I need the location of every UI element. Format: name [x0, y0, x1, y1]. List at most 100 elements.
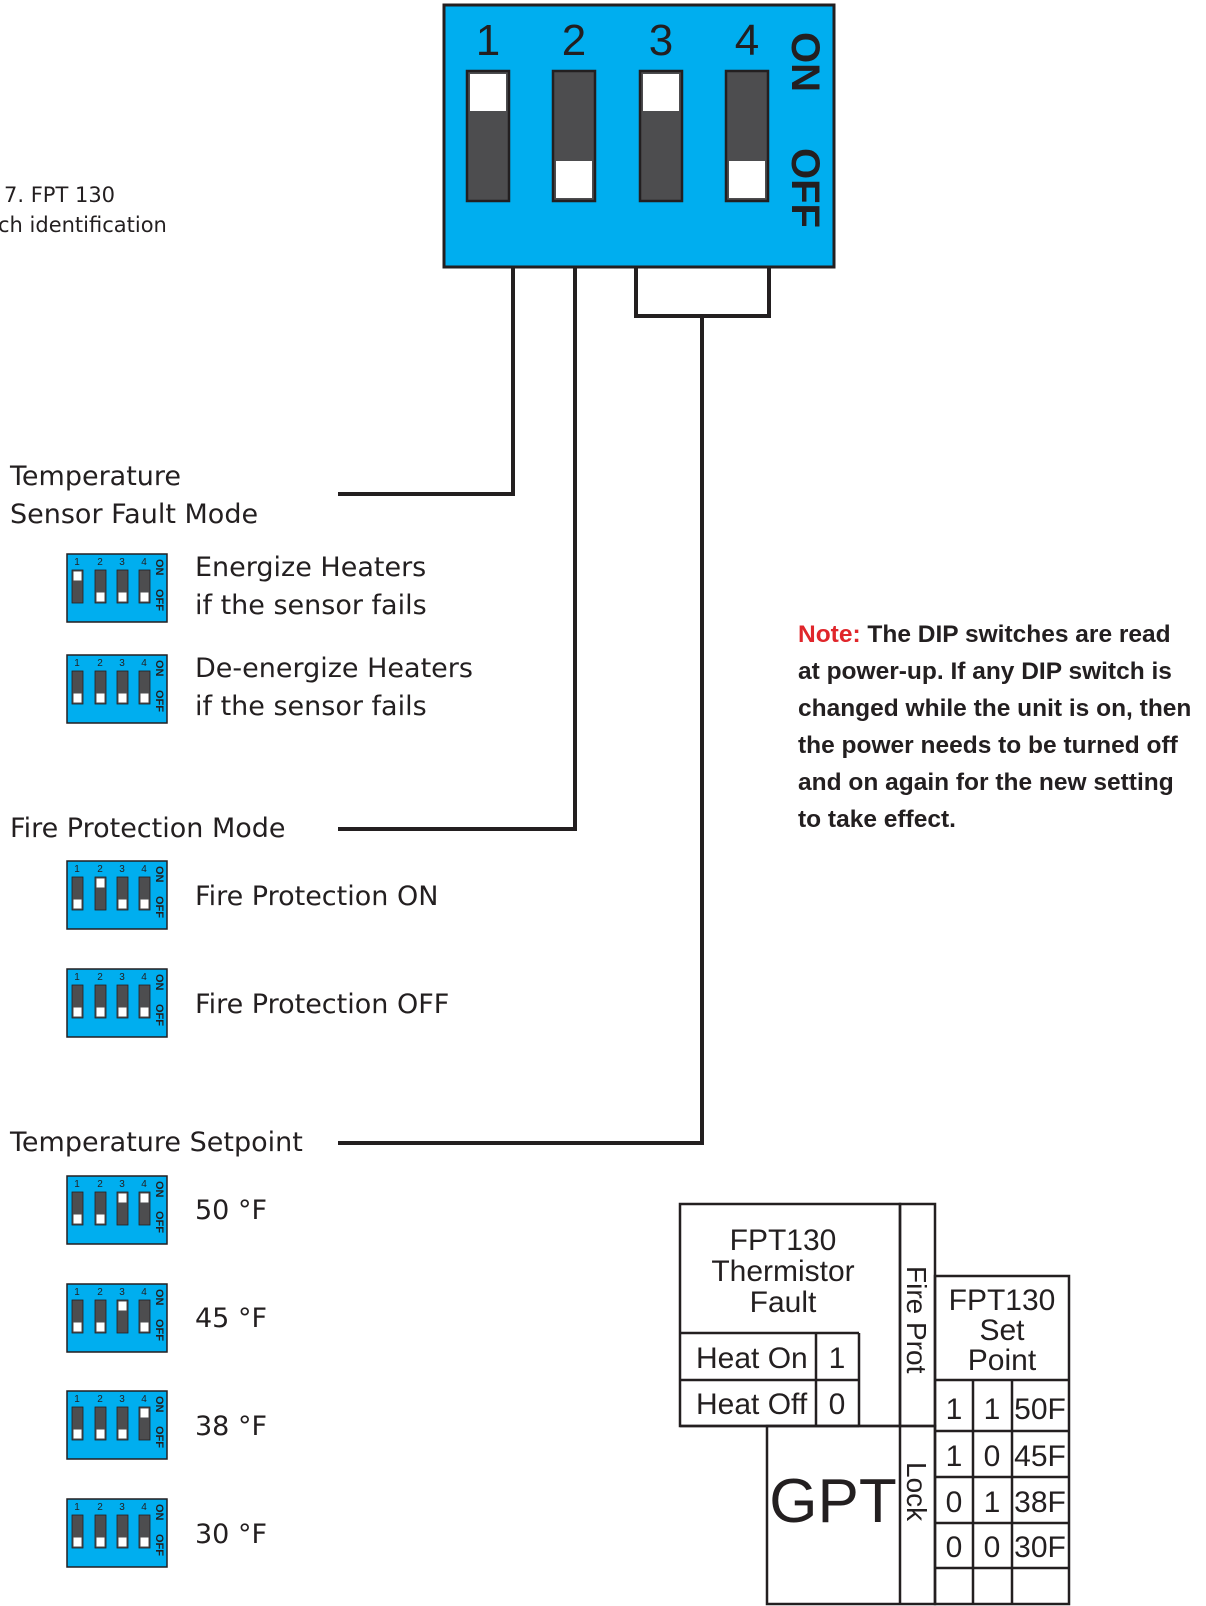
mini-switch-slot: [94, 1406, 107, 1441]
mini-switch-number: 2: [97, 1502, 103, 1513]
on-label: ON: [783, 32, 827, 92]
switch-number: 4: [735, 16, 759, 65]
mini-slider-off: [118, 899, 127, 909]
mini-switch-slot: [71, 876, 84, 911]
mini-off-label: OFF: [153, 1426, 165, 1448]
mini-on-label: ON: [153, 974, 165, 991]
mini-slider-off: [140, 899, 149, 909]
mini-switch-number: 4: [141, 658, 147, 669]
option-label-38f: 38 °F: [195, 1408, 267, 1446]
mini-switch-slot: [138, 1514, 151, 1549]
mini-switch-slot: [94, 1514, 107, 1549]
setpoint-bit-b: 0: [984, 1440, 1001, 1473]
mini-slider-on: [140, 1193, 149, 1203]
mini-switch-number: 4: [141, 864, 147, 875]
thermistor-title-1: FPT130: [730, 1224, 837, 1257]
option-label-30f: 30 °F: [195, 1516, 267, 1554]
mini-off-label: OFF: [153, 1319, 165, 1341]
connector-line-switch-3-4: [338, 316, 704, 1145]
dip-label-chart: FPT130 Thermistor Fault Heat On 1 Heat O…: [678, 1202, 1071, 1606]
mini-slider-off: [96, 1537, 105, 1547]
setpoint-temp: 38F: [1014, 1486, 1066, 1519]
option-label-line: 38 °F: [195, 1411, 267, 1442]
mini-on-label: ON: [153, 1289, 165, 1306]
mini-switch-number: 3: [119, 658, 125, 669]
note-prefix: Note:: [798, 621, 861, 648]
mini-slider-off: [96, 1214, 105, 1224]
mini-switch-slot: [71, 569, 84, 604]
mini-switch-number: 1: [74, 1394, 80, 1405]
mini-off-label: OFF: [153, 690, 165, 712]
mini-switch-slot: [116, 984, 129, 1019]
figure-caption: 7. FPT 130 ch identification: [0, 180, 167, 240]
mini-slider-on: [118, 1301, 127, 1311]
mini-slider-off: [73, 899, 82, 909]
connector-lines: [338, 267, 771, 1145]
mini-slider-off: [140, 1322, 149, 1332]
thermistor-title-3: Fault: [750, 1286, 817, 1319]
heat-off-label: Heat Off: [696, 1388, 808, 1421]
mini-switch-number: 2: [97, 1287, 103, 1298]
mini-switch-slot: [138, 670, 151, 705]
mini-switch-number: 1: [74, 557, 80, 568]
mini-switch-slot: [116, 1299, 129, 1334]
mini-switch-slot: [71, 1514, 84, 1549]
mini-switch-slot: [138, 876, 151, 911]
option-label-line: Fire Protection ON: [195, 881, 439, 912]
mini-switch-slot: [116, 670, 129, 705]
mini-slider-on: [96, 878, 105, 888]
mini-slider-off: [73, 693, 82, 703]
mini-slider-off: [96, 693, 105, 703]
mini-switch-number: 4: [141, 1179, 147, 1190]
section-title-line: Temperature: [10, 461, 182, 492]
connector-bracket-switch-3-4: [634, 267, 771, 318]
option-label-50f: 50 °F: [195, 1192, 267, 1230]
setpoint-bit-b: 1: [984, 1486, 1001, 1519]
mini-switch-number: 2: [97, 557, 103, 568]
setpoint-title-3: Point: [968, 1344, 1037, 1377]
mini-switch-number: 3: [119, 1394, 125, 1405]
mini-switch-number: 4: [141, 557, 147, 568]
mini-on-label: ON: [153, 1396, 165, 1413]
slider-on: [470, 74, 506, 111]
setpoint-bit-a: 1: [946, 1393, 963, 1426]
heat-on-value: 1: [829, 1342, 846, 1375]
setpoint-temp: 30F: [1014, 1531, 1066, 1564]
mini-slider-off: [118, 1007, 127, 1017]
mini-slider-off: [96, 1007, 105, 1017]
mini-switch-slot: [116, 569, 129, 604]
section-title-line: Sensor Fault Mode: [10, 499, 259, 530]
heat-on-label: Heat On: [696, 1342, 808, 1375]
switch-number: 1: [476, 16, 500, 65]
mini-on-label: ON: [153, 866, 165, 883]
mini-switch-slot: [138, 984, 151, 1019]
power-up-note: Note: The DIP switches are read at power…: [798, 616, 1198, 838]
mini-switch-number: 1: [74, 1287, 80, 1298]
mini-on-label: ON: [153, 660, 165, 677]
setpoint-bit-a: 0: [946, 1531, 963, 1564]
mini-switch-number: 2: [97, 864, 103, 875]
mini-switch-slot: [94, 984, 107, 1019]
mini-switch-number: 1: [74, 864, 80, 875]
mini-switch-number: 3: [119, 864, 125, 875]
mini-switch-slot: [71, 1191, 84, 1226]
mini-slider-on: [140, 1408, 149, 1418]
setpoint-bit-b: 1: [984, 1393, 1001, 1426]
mini-switch-slot: [138, 1299, 151, 1334]
mini-on-label: ON: [153, 1504, 165, 1521]
mini-slider-off: [73, 1007, 82, 1017]
setpoint-title-2: Set: [979, 1314, 1025, 1347]
option-label-line: 30 °F: [195, 1519, 267, 1550]
off-label: OFF: [783, 148, 827, 228]
mini-switch-number: 4: [141, 1502, 147, 1513]
heat-off-value: 0: [829, 1388, 846, 1421]
mini-switch-number: 2: [97, 1179, 103, 1190]
slider-off: [729, 161, 765, 198]
mini-switch-number: 4: [141, 1287, 147, 1298]
mini-switch-number: 1: [74, 658, 80, 669]
mini-slider-off: [118, 1429, 127, 1439]
